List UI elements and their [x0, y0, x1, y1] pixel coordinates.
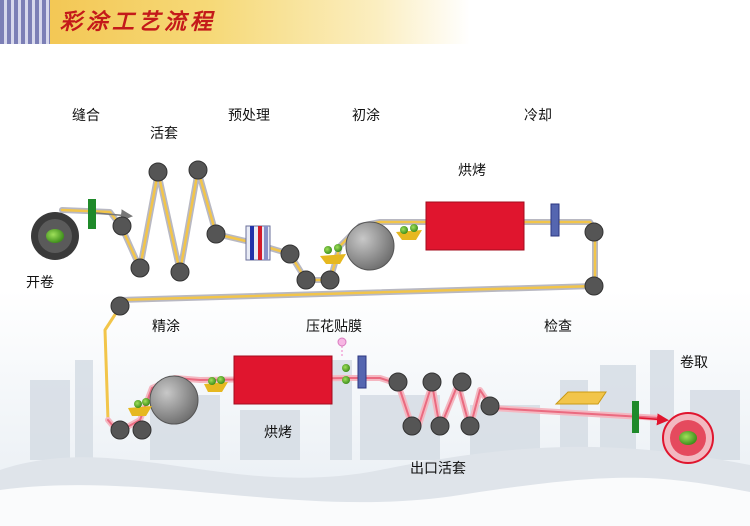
accumulator-rollers [112, 160, 340, 290]
title-stripes [0, 0, 50, 44]
page-title: 彩涂工艺流程 [60, 9, 217, 35]
exit-accumulator-rollers [388, 372, 500, 436]
emboss-film-unit [337, 337, 367, 389]
label-seam: 缝合 [72, 108, 100, 124]
label-finish-coat: 精涂 [152, 319, 180, 335]
label-oven-bottom: 烘烤 [264, 425, 292, 441]
oven-bottom [233, 355, 333, 405]
label-accumulator: 活套 [150, 126, 178, 142]
primer-coater [320, 221, 422, 271]
cooling-unit [550, 203, 560, 237]
seam-marker [88, 199, 96, 229]
finish-rollers [110, 420, 152, 440]
finish-coater [128, 375, 228, 425]
label-oven-top: 烘烤 [458, 163, 486, 179]
label-inspection: 检查 [544, 319, 572, 335]
turn-roller-left [110, 296, 130, 316]
title-bar: 彩涂工艺流程 [0, 0, 470, 44]
recoil-marker [632, 401, 639, 433]
turn-rollers-right [584, 222, 604, 296]
recoiler-coil [662, 412, 714, 464]
label-primer: 初涂 [352, 108, 380, 124]
label-emboss-film: 压花贴膜 [306, 319, 362, 335]
label-pretreatment: 预处理 [228, 108, 270, 124]
label-cooling: 冷却 [524, 108, 552, 124]
uncoiler-coil [31, 212, 79, 260]
label-exit-accumulator: 出口活套 [410, 461, 466, 477]
inspection-table [554, 391, 607, 405]
label-recoil: 卷取 [680, 355, 708, 371]
pretreatment-unit [245, 225, 271, 261]
label-uncoil: 开卷 [26, 275, 54, 291]
oven-top [425, 201, 525, 251]
